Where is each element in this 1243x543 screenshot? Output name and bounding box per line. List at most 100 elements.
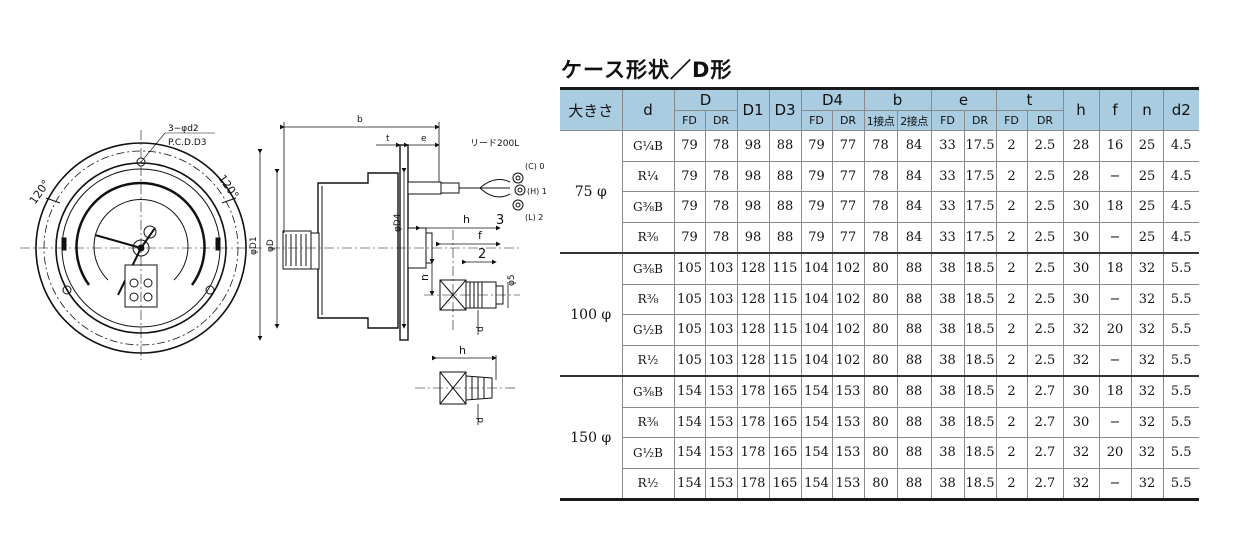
header-t: t <box>995 88 1064 111</box>
value-cell: 115 <box>768 252 802 285</box>
value-cell: 103 <box>704 283 738 315</box>
header-size: 大きさ <box>560 88 623 131</box>
value-cell: 78 <box>704 160 738 192</box>
value-cell: 153 <box>704 437 738 469</box>
value-cell: 30 <box>1062 406 1100 438</box>
value-cell: 78 <box>704 191 738 223</box>
value-cell: 80 <box>863 375 898 408</box>
value-cell: 2 <box>995 437 1028 469</box>
value-cell: 38 <box>930 283 965 315</box>
value-cell: 178 <box>736 437 770 469</box>
value-cell: 154 <box>673 437 706 469</box>
header-D3: D3 <box>768 88 802 131</box>
value-cell: − <box>1098 406 1132 438</box>
value-cell: 32 <box>1062 437 1100 469</box>
value-cell: 77 <box>831 191 865 223</box>
model-cell: G⅜B <box>622 191 675 223</box>
value-cell: 128 <box>736 314 770 346</box>
value-cell: 154 <box>800 375 833 408</box>
value-cell: 128 <box>736 252 770 285</box>
contact-h-label: (H) 1 <box>527 187 547 196</box>
model-cell: R⅜ <box>622 221 675 254</box>
value-cell: 80 <box>863 283 898 315</box>
value-cell: 153 <box>704 467 738 500</box>
value-cell: 5.5 <box>1162 314 1199 346</box>
value-cell: 2.5 <box>1026 252 1064 285</box>
value-cell: 105 <box>673 344 706 377</box>
value-cell: 18.5 <box>963 314 997 346</box>
value-cell: 30 <box>1062 252 1100 285</box>
value-cell: 154 <box>673 406 706 438</box>
value-cell: 33 <box>930 191 965 223</box>
model-cell: G⅜B <box>621 375 675 408</box>
header-e: e <box>930 88 997 111</box>
value-cell: 17.5 <box>963 221 997 254</box>
value-cell: 2.5 <box>1026 130 1064 162</box>
value-cell: 2.5 <box>1026 160 1064 192</box>
value-cell: 88 <box>896 314 932 346</box>
value-cell: 2.7 <box>1026 406 1064 438</box>
side-view <box>270 144 526 341</box>
value-cell: 128 <box>736 344 770 377</box>
value-cell: 104 <box>800 252 833 285</box>
value-cell: 154 <box>800 406 833 438</box>
value-cell: 80 <box>863 437 898 469</box>
value-cell: 98 <box>736 191 770 223</box>
value-cell: 17.5 <box>963 130 997 162</box>
value-cell: 32 <box>1130 314 1164 346</box>
value-cell: 18.5 <box>963 437 997 469</box>
value-cell: 33 <box>930 130 965 162</box>
header-f: f <box>1098 88 1132 131</box>
value-cell: 32 <box>1062 344 1100 377</box>
value-cell: 105 <box>673 252 706 285</box>
value-cell: 2.5 <box>1026 191 1064 223</box>
value-cell: 32 <box>1130 283 1164 315</box>
value-cell: 153 <box>831 467 865 500</box>
value-cell: 102 <box>831 283 865 315</box>
value-cell: 80 <box>863 314 898 346</box>
value-cell: 153 <box>704 406 738 438</box>
subheader: 2接点 <box>896 110 932 131</box>
value-cell: 4.5 <box>1162 160 1199 192</box>
value-cell: 178 <box>736 467 770 500</box>
value-cell: 4.5 <box>1162 191 1199 223</box>
value-cell: 78 <box>863 160 898 192</box>
value-cell: 2 <box>995 467 1028 500</box>
value-cell: 78 <box>704 130 738 162</box>
b-label: b <box>357 115 363 125</box>
value-cell: 98 <box>736 160 770 192</box>
model-cell: G½B <box>622 314 675 346</box>
header-d2: d2 <box>1162 88 1199 131</box>
value-cell: 38 <box>930 437 965 469</box>
page-title: ケース形状／D形 <box>561 58 733 82</box>
dimensions <box>257 122 509 380</box>
value-cell: 2 <box>995 221 1028 254</box>
value-cell: 98 <box>736 221 770 254</box>
value-cell: 79 <box>800 130 833 162</box>
value-cell: 178 <box>736 375 770 408</box>
model-cell: G⅜B <box>621 252 675 285</box>
three-label: 3 <box>496 213 504 228</box>
value-cell: 102 <box>831 344 865 377</box>
value-cell: 80 <box>863 406 898 438</box>
t-label: t <box>386 134 390 144</box>
value-cell: 98 <box>736 130 770 162</box>
subheader: DR <box>1026 110 1063 131</box>
subheader: 1接点 <box>863 110 898 131</box>
value-cell: 88 <box>896 344 932 377</box>
value-cell: 25 <box>1130 160 1164 192</box>
value-cell: 18.5 <box>963 467 997 500</box>
value-cell: 28 <box>1062 130 1100 162</box>
value-cell: 5.5 <box>1162 437 1199 469</box>
value-cell: 32 <box>1130 344 1164 377</box>
value-cell: 5.5 <box>1162 344 1199 377</box>
value-cell: 84 <box>896 191 932 223</box>
value-cell: 153 <box>831 437 865 469</box>
value-cell: 115 <box>768 344 802 377</box>
value-cell: 18 <box>1098 252 1132 285</box>
